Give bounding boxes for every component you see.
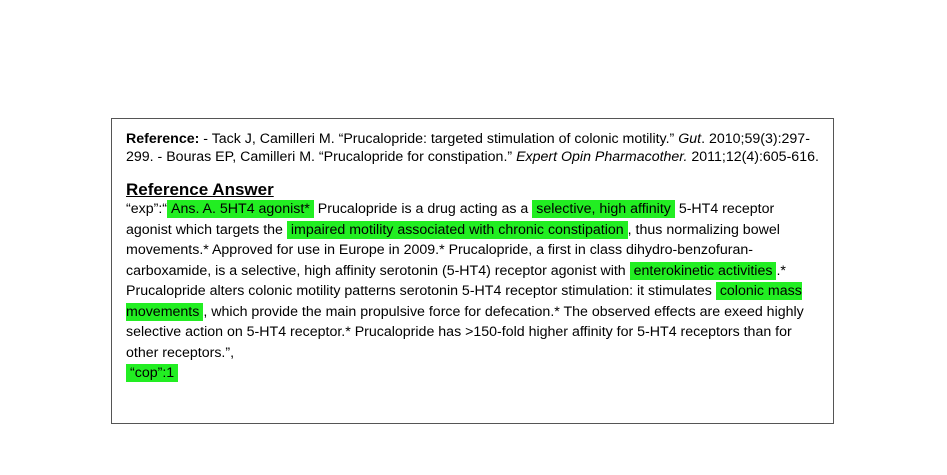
reference-text-1: - Tack J, Camilleri M. “Prucalopride: ta… (199, 131, 679, 147)
answer-text-3: , thus normalizing bowel movements.* App… (126, 221, 780, 279)
reference-label: Reference: (126, 131, 200, 147)
highlight-cop: “cop”:1 (126, 364, 179, 382)
journal-name-2: Expert Opin Pharmacother. (516, 149, 688, 165)
highlight-enterokinetic: enterokinetic activities (629, 261, 777, 280)
reference-answer-heading: Reference Answer (126, 180, 274, 199)
highlight-answer: Ans. A. 5HT4 agonist* (167, 200, 314, 218)
answer-text-5: , which provide the main propulsive forc… (126, 303, 804, 361)
answer-text-2: 5-HT4 receptor agonist which targets the (126, 201, 775, 238)
answer-text-4: .* Prucalopride alters colonic motility … (126, 262, 786, 300)
highlight-impaired-motility: impaired motility associated with chroni… (286, 220, 628, 239)
reference-citation: Reference: - Tack J, Camilleri M. “Pruca… (126, 130, 821, 166)
reference-text-2: . 2010;59(3):297-299. - Bouras EP, Camil… (126, 131, 810, 165)
highlight-selective: selective, high affinity (532, 200, 675, 218)
journal-name-1: Gut (678, 131, 702, 147)
reference-text-3: 2011;12(4):605-616. (687, 149, 819, 165)
exp-prefix: “exp”:“ (126, 201, 167, 217)
answer-text-1: Prucalopride is a drug acting as a (313, 201, 533, 217)
reference-answer-body: “exp”:“Ans. A. 5HT4 agonist* Prucaloprid… (126, 199, 821, 384)
reference-card: Reference: - Tack J, Camilleri M. “Pruca… (111, 118, 834, 424)
